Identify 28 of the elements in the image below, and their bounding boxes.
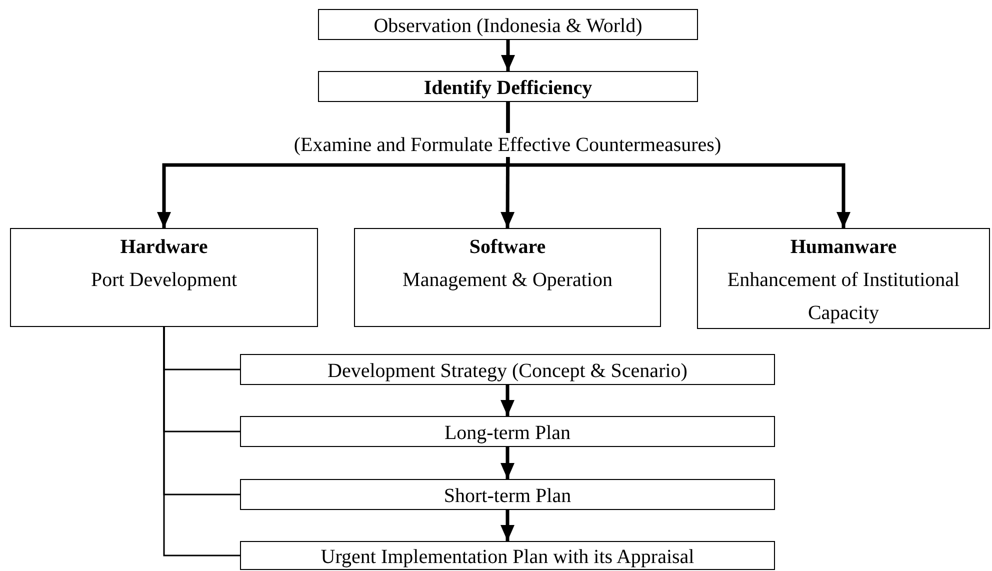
box-text: Port Development (90, 268, 238, 293)
process-box (354, 228, 661, 327)
box-heading: Software (469, 235, 546, 260)
box-text: Enhancement of Institutional Capacity (726, 268, 961, 326)
box-heading: Hardware (120, 235, 208, 260)
box-text: Observation (Indonesia & World) (374, 14, 642, 36)
arrow (506, 102, 850, 228)
process-box (697, 228, 990, 329)
process-box (318, 71, 698, 102)
box-text: Urgent Implementation Plan with its Appraisal (320, 546, 694, 568)
process-box (318, 9, 698, 40)
edge-label: (Examine and Formulate Effective Countermeasures) (292, 133, 724, 157)
connector-line (163, 327, 240, 556)
arrow (500, 447, 514, 479)
box-text: Long-term Plan (444, 422, 571, 444)
box-heading: Humanware (790, 235, 897, 260)
process-box (240, 479, 775, 510)
box-text: Short-term Plan (444, 484, 572, 506)
arrow (501, 40, 515, 71)
arrow (500, 385, 514, 416)
arrow (500, 510, 514, 541)
box-text: Identify Defficiency (424, 76, 592, 98)
process-box (10, 228, 318, 327)
process-box (240, 354, 775, 385)
process-box (240, 416, 775, 447)
box-text: Management & Operation (402, 268, 612, 293)
box-text: Development Strategy (Concept & Scenario) (328, 360, 688, 382)
process-box (240, 541, 775, 570)
